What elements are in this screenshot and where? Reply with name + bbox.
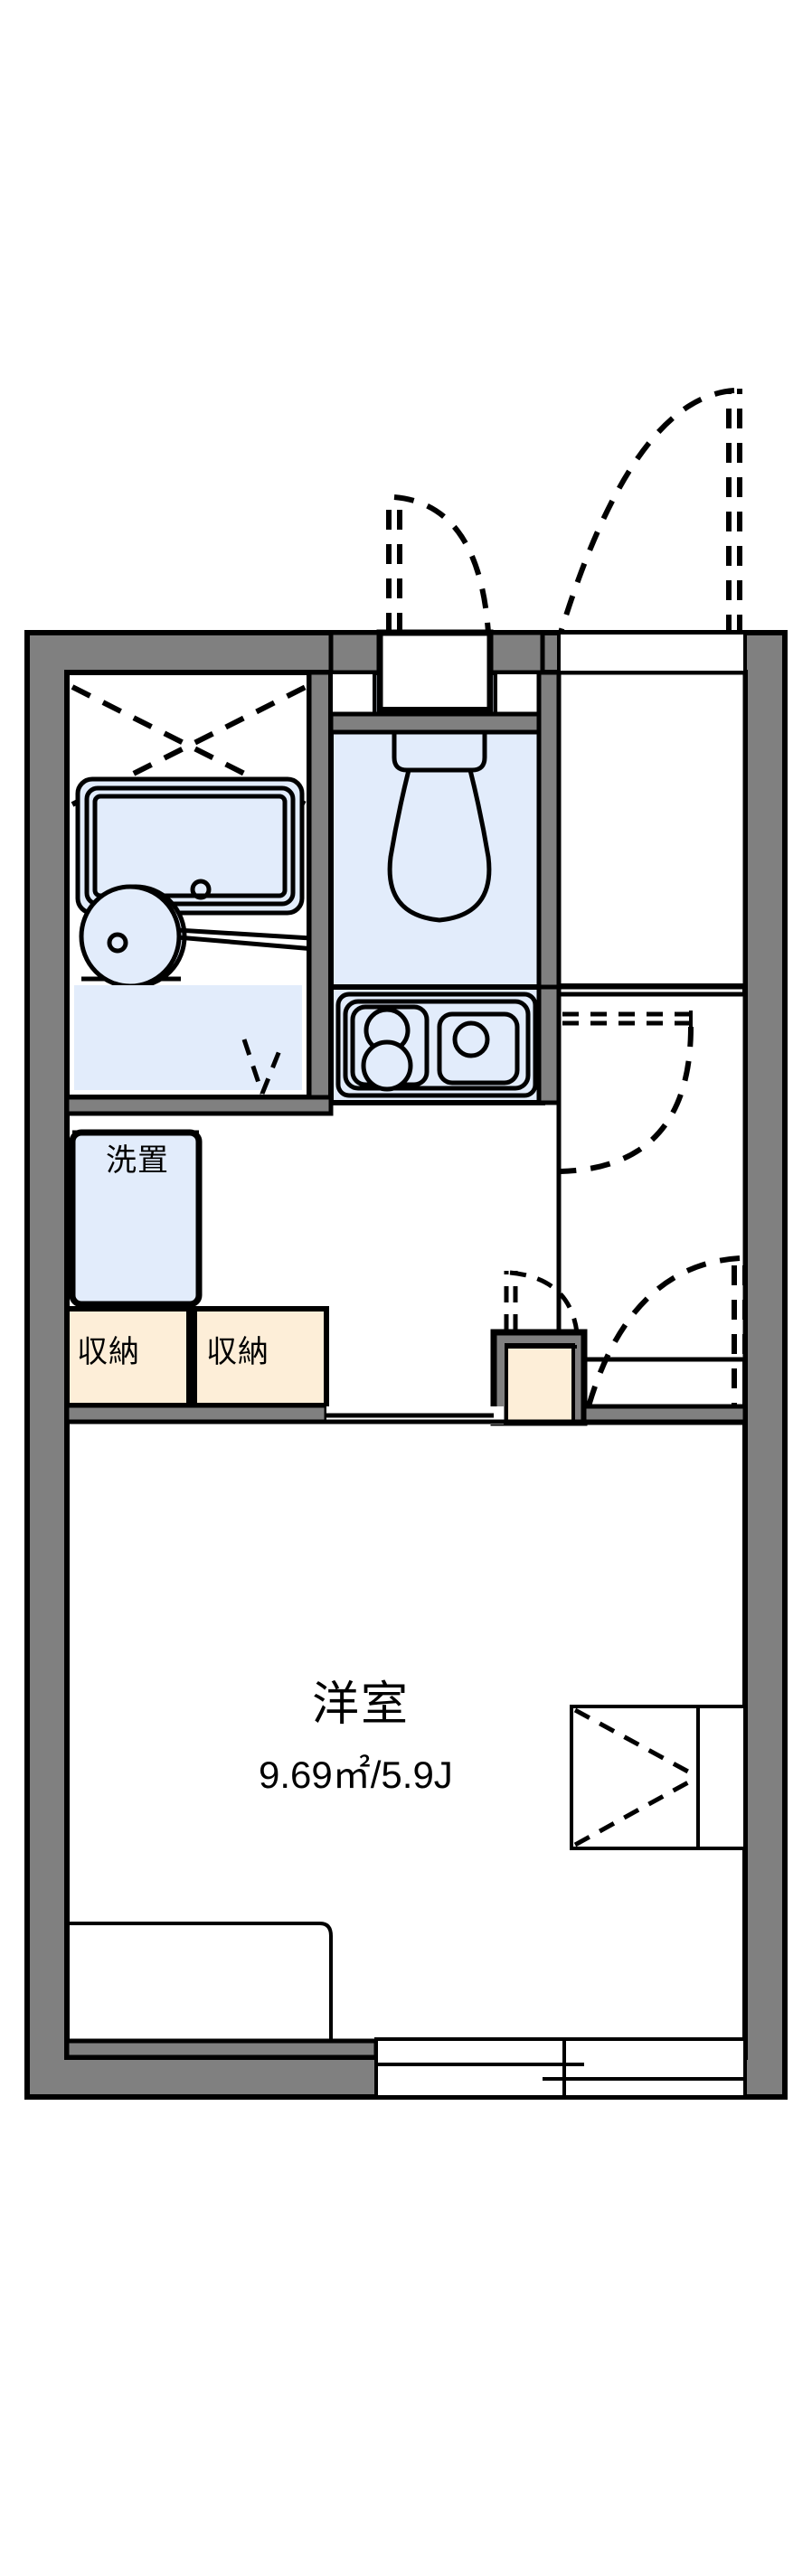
room-closet (570, 1705, 747, 1850)
bathtub (75, 776, 305, 916)
interior-wall-bath-toilet (307, 670, 334, 1100)
toilet-door-header (328, 629, 545, 735)
main-room (64, 1705, 747, 2099)
main-room-name: 洋室 (312, 1678, 411, 1731)
storage-left-label: 収納 (77, 1335, 140, 1369)
hall-door (560, 1026, 694, 1174)
washer-space-text: 洗置 (106, 1143, 169, 1178)
main-room-area: 9.69㎡/5.9J (259, 1753, 453, 1796)
interior-wall-toilet-hall (536, 670, 562, 992)
storage-right-label: 収納 (206, 1335, 269, 1369)
stove-two-burner (350, 1004, 430, 1092)
washer-space (69, 1129, 203, 1308)
washer-space-label: 洗置 (85, 1144, 190, 1178)
room-alcove (67, 1922, 333, 2057)
storage-closet-left (64, 1306, 192, 1408)
unit-bath-room (64, 670, 316, 1100)
room-entry-door (581, 1255, 748, 1424)
toilet-door-swing (386, 494, 491, 634)
entrance-door (557, 388, 747, 674)
shoe-cabinet-door (504, 1270, 580, 1333)
interior-wall-kitchen-hall (536, 984, 562, 1105)
sliding-window (64, 2037, 747, 2099)
entry-hall (556, 670, 748, 1362)
kitchen-counter (328, 984, 545, 1105)
kitchen-sink (437, 1011, 520, 1086)
storage-closets (64, 1306, 329, 1424)
